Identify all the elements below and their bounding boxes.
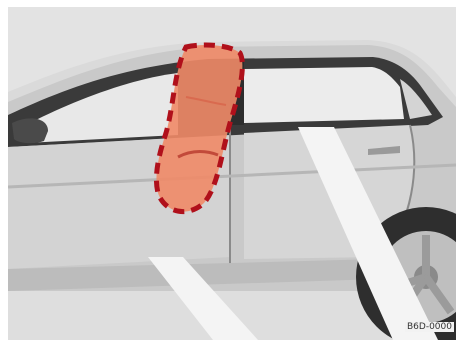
rear-window (244, 67, 404, 123)
car-side-view (8, 7, 456, 340)
side-mirror (12, 118, 48, 143)
image-code: B6D-0000 (405, 322, 454, 332)
car-illustration (8, 7, 456, 340)
